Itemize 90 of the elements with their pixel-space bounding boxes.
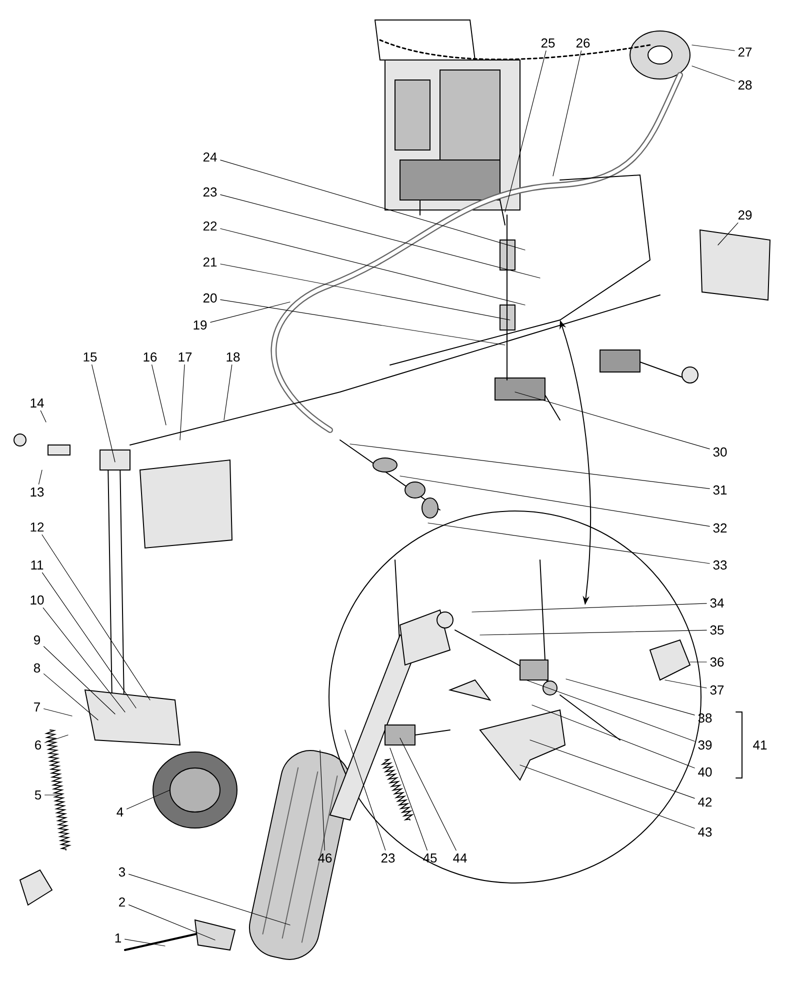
leader-line xyxy=(400,476,710,527)
callout-number: 4 xyxy=(116,808,124,816)
callout-number: 29 xyxy=(738,210,752,220)
leader-line xyxy=(44,794,62,796)
callout-number: 22 xyxy=(203,221,217,231)
callout-number: 28 xyxy=(738,80,752,90)
leader-line xyxy=(92,364,116,462)
leader-line xyxy=(220,264,510,320)
leader-line xyxy=(718,222,738,246)
leader-line xyxy=(124,938,166,946)
leader-line xyxy=(566,678,695,716)
leader-line xyxy=(526,680,695,742)
leader-line xyxy=(532,704,695,768)
leader-line xyxy=(152,364,166,426)
callout-number: 37 xyxy=(710,685,724,695)
callout-number: 20 xyxy=(203,293,217,303)
leader-line xyxy=(38,470,42,484)
callout-number: 32 xyxy=(713,523,727,533)
callout-number: 39 xyxy=(698,740,712,750)
leader-line xyxy=(42,572,136,708)
leader-line xyxy=(692,44,735,51)
callout-number: 6 xyxy=(35,740,42,750)
leader-line xyxy=(220,228,526,306)
leader-line xyxy=(126,790,170,810)
callout-number: 21 xyxy=(203,257,217,267)
leader-line xyxy=(44,646,116,714)
leader-line xyxy=(692,66,735,82)
callout-number: 42 xyxy=(698,797,712,807)
leader-line xyxy=(44,734,68,744)
leader-line xyxy=(128,904,216,940)
callout-number: 7 xyxy=(34,702,40,712)
leader-line xyxy=(472,603,707,612)
leader-line xyxy=(504,50,546,212)
callout-number: 9 xyxy=(34,635,40,645)
callout-number: 18 xyxy=(226,352,240,362)
callout-number: 44 xyxy=(453,854,467,862)
callout-number: 33 xyxy=(713,560,727,570)
leader-line xyxy=(320,750,325,850)
leader-line xyxy=(514,392,710,450)
leader-line xyxy=(344,730,386,850)
leader-line xyxy=(220,299,506,346)
leader-line xyxy=(350,444,710,489)
callout-number: 8 xyxy=(34,663,40,673)
callout-number: 19 xyxy=(194,320,207,330)
leader-line xyxy=(664,680,707,688)
callout-number: 27 xyxy=(738,47,752,57)
callout-number: 25 xyxy=(541,38,555,48)
callout-number: 35 xyxy=(710,625,724,635)
callout-number: 43 xyxy=(698,827,712,837)
callout-number: 24 xyxy=(203,152,217,162)
callout-number: 13 xyxy=(30,487,44,497)
callout-number: 30 xyxy=(713,447,727,457)
callout-number: 15 xyxy=(84,352,97,362)
callout-number: 46 xyxy=(318,853,332,863)
leader-line xyxy=(552,50,582,176)
callout-number: 11 xyxy=(31,560,44,570)
callout-number: 41 xyxy=(753,740,767,750)
callout-number: 23 xyxy=(381,853,395,863)
leader-line xyxy=(210,302,290,323)
leader-line xyxy=(428,522,710,564)
callout-number: 36 xyxy=(710,657,724,667)
callout-number: 31 xyxy=(713,485,727,495)
leader-line xyxy=(40,410,46,422)
callout-number: 12 xyxy=(30,522,44,532)
leader-line xyxy=(520,764,695,829)
leader-line xyxy=(390,748,428,851)
leader-line xyxy=(42,608,126,712)
leader-line xyxy=(128,874,290,926)
leader-line xyxy=(44,708,72,716)
callout-number: 17 xyxy=(178,352,192,362)
leader-line xyxy=(220,194,540,278)
callout-number: 14 xyxy=(30,398,44,408)
callout-number: 34 xyxy=(710,598,724,608)
callout-number: 1 xyxy=(115,934,121,942)
leader-line xyxy=(224,364,232,420)
leader-line xyxy=(42,534,150,700)
callout-number: 2 xyxy=(119,897,125,907)
leader-line xyxy=(400,738,456,851)
callout-number: 26 xyxy=(576,38,590,48)
callout-number: 10 xyxy=(30,595,44,605)
callout-number: 5 xyxy=(34,790,42,800)
callout-number: 3 xyxy=(118,867,126,877)
callout-number: 16 xyxy=(144,352,157,362)
leader-line xyxy=(44,674,98,720)
leader-line xyxy=(220,160,526,250)
leader-line xyxy=(180,364,185,440)
leader-line xyxy=(530,740,695,799)
leader-line xyxy=(480,630,707,636)
callout-number: 40 xyxy=(698,767,712,777)
callout-number: 23 xyxy=(203,187,217,197)
